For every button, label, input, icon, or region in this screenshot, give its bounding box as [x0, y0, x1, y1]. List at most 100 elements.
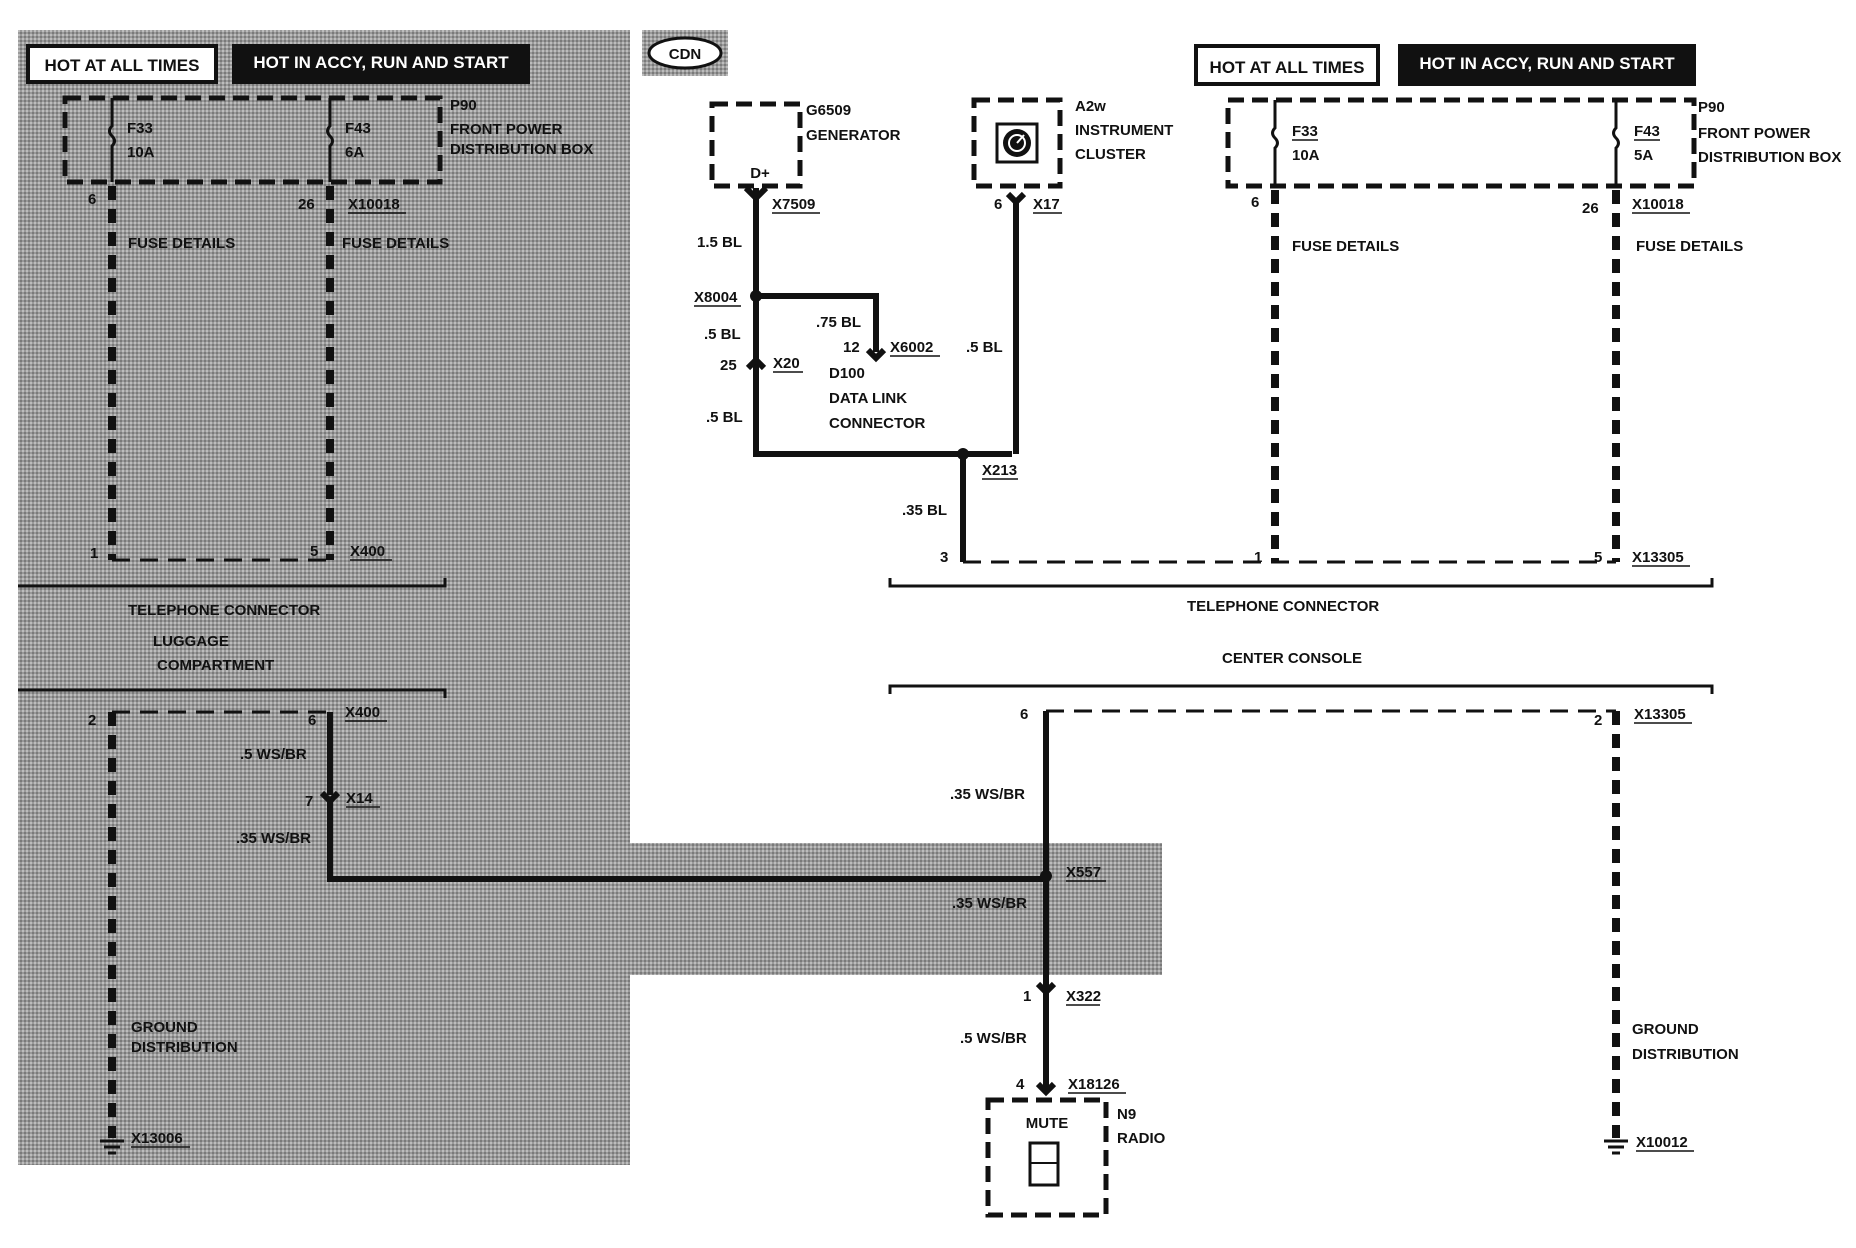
right-telephone-connector-label: TELEPHONE CONNECTOR	[1187, 598, 1379, 615]
left-luggage-bus	[18, 688, 447, 698]
left-conn-x10018: X10018	[348, 196, 400, 213]
pin-6-x17: 6	[994, 196, 1002, 213]
wire-5bl-b	[753, 366, 1012, 457]
instrument-cluster-box	[971, 97, 1063, 189]
right-section: HOT AT ALL TIMES HOT IN ACCY, RUN AND ST…	[888, 44, 1841, 1218]
pin-3: 3	[940, 549, 948, 566]
left-fuse1-id: F33	[127, 120, 153, 137]
wire-75bl	[756, 293, 879, 352]
radio-icon	[1028, 1141, 1060, 1187]
conn-x7509: X7509	[772, 196, 815, 213]
left-pdb-id: P90	[450, 97, 477, 114]
left-power-distribution-box	[62, 95, 443, 185]
left-pin-top1: 6	[88, 191, 96, 208]
generator-pin-d: D+	[750, 165, 770, 182]
center-console-label: CENTER CONSOLE	[1222, 650, 1362, 667]
right-conn-x10018: X10018	[1632, 196, 1684, 213]
right-pdb-name1: FRONT POWER	[1698, 125, 1811, 142]
right-pdb-name2: DISTRIBUTION BOX	[1698, 149, 1841, 166]
left-luggage-label1: LUGGAGE	[153, 633, 229, 650]
left-pdb-name1: FRONT POWER	[450, 121, 563, 138]
left-fuse-f33-symbol	[108, 98, 116, 182]
conn-x18126: X18126	[1068, 1076, 1120, 1093]
generator-box	[709, 101, 803, 189]
left-pin-lug2: 6	[308, 712, 316, 729]
left-fuse-details-1: FUSE DETAILS	[128, 235, 235, 252]
right-pin-top2: 26	[1582, 200, 1599, 217]
wire-5ws-label: .5 WS/BR	[960, 1030, 1027, 1047]
right-conn-x13305-bottom: X13305	[1634, 706, 1686, 723]
conn-x557: X557	[1066, 864, 1101, 881]
x20-connector-symbol	[745, 355, 767, 371]
dlc-name1: DATA LINK	[829, 390, 907, 407]
wire-5bl-c-label: .5 BL	[966, 339, 1003, 356]
right-fuse1-id: F33	[1292, 123, 1318, 140]
left-pin-lug1: 2	[88, 712, 96, 729]
right-power-distribution-box	[1225, 97, 1697, 189]
wire-15bl-label: 1.5 BL	[697, 234, 742, 251]
pin-12: 12	[843, 339, 860, 356]
pin-25: 25	[720, 357, 737, 374]
dlc-name2: CONNECTOR	[829, 415, 926, 432]
cdn-logo: CDN	[647, 36, 723, 70]
right-pin-bot1: 1	[1254, 549, 1262, 566]
radio-id: N9	[1117, 1106, 1136, 1123]
right-pin-top1: 6	[1251, 194, 1259, 211]
left-conn-x400-top: X400	[350, 543, 385, 560]
splice-x557	[1040, 870, 1052, 882]
right-fuse-f33-symbol	[1271, 100, 1279, 186]
cdn-logo-text: CDN	[669, 46, 702, 63]
left-ground-icon	[100, 1139, 124, 1155]
left-pin-bot1: 1	[90, 545, 98, 562]
wire-75bl-label: .75 BL	[816, 314, 861, 331]
right-fuse1-rating: 10A	[1292, 147, 1320, 164]
left-pin-bot2: 5	[310, 543, 318, 560]
shaded-region-band	[630, 843, 1162, 975]
left-conn-x14: X14	[346, 790, 373, 807]
x6002-connector-symbol	[865, 347, 887, 363]
left-conn-x13006: X13006	[131, 1130, 183, 1147]
middle-section: G6509 GENERATOR D+ X7509 1.5 BL X8004 .7…	[694, 97, 1173, 566]
wire-35ws-b-label: .35 WS/BR	[952, 895, 1027, 912]
left-pin-x14: 7	[305, 793, 313, 810]
wire-35ws-a-label: .35 WS/BR	[950, 786, 1025, 803]
right-ground-label2: DISTRIBUTION	[1632, 1046, 1739, 1063]
left-fuse2-id: F43	[345, 120, 371, 137]
right-fuse-f43-symbol	[1612, 100, 1620, 186]
left-hot-accy-label: HOT IN ACCY, RUN AND START	[253, 53, 509, 72]
right-fuse2-id: F43	[1634, 123, 1660, 140]
x18126-connector-symbol	[1035, 1081, 1057, 1097]
left-telephone-connector-bus	[18, 578, 447, 588]
wire-5bl-a-label: .5 BL	[704, 326, 741, 343]
left-ground-label2: DISTRIBUTION	[131, 1039, 238, 1056]
right-conn-x13305-top: X13305	[1632, 549, 1684, 566]
conn-x17: X17	[1033, 196, 1060, 213]
left-telephone-connector-label: TELEPHONE CONNECTOR	[128, 602, 320, 619]
ic-name1: INSTRUMENT	[1075, 122, 1173, 139]
left-fuse1-rating: 10A	[127, 144, 155, 161]
left-wire-ws2-label: .35 WS/BR	[236, 830, 311, 847]
dlc-id: D100	[829, 365, 865, 382]
right-conn-x10012: X10012	[1636, 1134, 1688, 1151]
conn-x20: X20	[773, 355, 800, 372]
radio-name: RADIO	[1117, 1130, 1166, 1147]
wire-35bl-label: .35 BL	[902, 502, 947, 519]
left-hot-always-label: HOT AT ALL TIMES	[45, 56, 200, 75]
right-hot-always-label: HOT AT ALL TIMES	[1210, 58, 1365, 77]
left-wire-ws1-label: .5 WS/BR	[240, 746, 307, 763]
conn-x6002: X6002	[890, 339, 933, 356]
left-fuse-details-2: FUSE DETAILS	[342, 235, 449, 252]
radio-box	[985, 1097, 1109, 1218]
right-pin-cc2: 2	[1594, 712, 1602, 729]
conn-x322: X322	[1066, 988, 1101, 1005]
left-wire-ws2	[327, 801, 1046, 882]
right-pdb-id: P90	[1698, 99, 1725, 116]
ic-name2: CLUSTER	[1075, 146, 1146, 163]
left-ground-label1: GROUND	[131, 1019, 198, 1036]
generator-name: GENERATOR	[806, 127, 901, 144]
radio-mute-label: MUTE	[1026, 1115, 1069, 1132]
left-pdb-name2: DISTRIBUTION BOX	[450, 141, 593, 158]
left-luggage-label2: COMPARTMENT	[157, 657, 274, 674]
right-ground-icon	[1604, 1139, 1628, 1155]
right-ground-label1: GROUND	[1632, 1021, 1699, 1038]
